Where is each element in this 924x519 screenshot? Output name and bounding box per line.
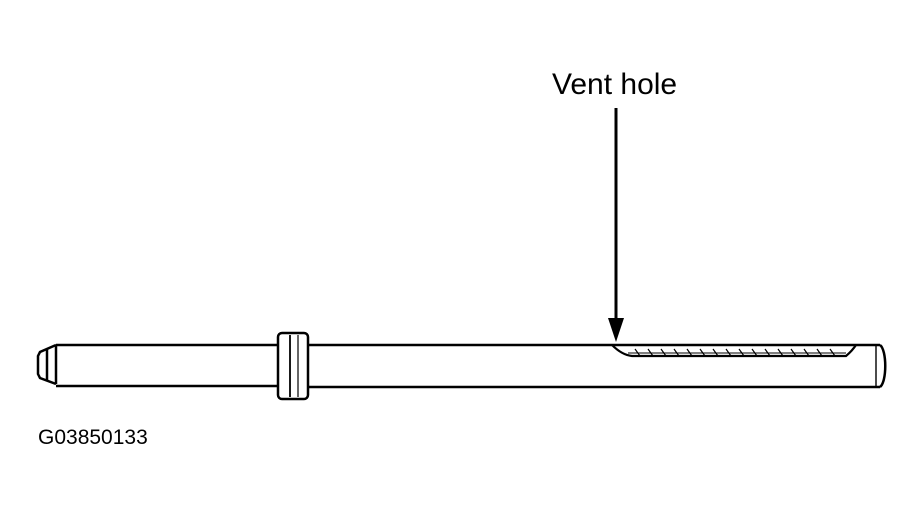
figure-id: G03850133 [38,426,148,449]
vent-hole-arrow [608,108,624,342]
shaft-tip [36,343,58,386]
vent-hole-label: Vent hole [552,68,678,101]
shaft-left-section [56,343,282,388]
shaft-main-section [308,343,887,389]
shaft-collar [276,331,310,401]
vent-hole-groove [611,344,857,358]
